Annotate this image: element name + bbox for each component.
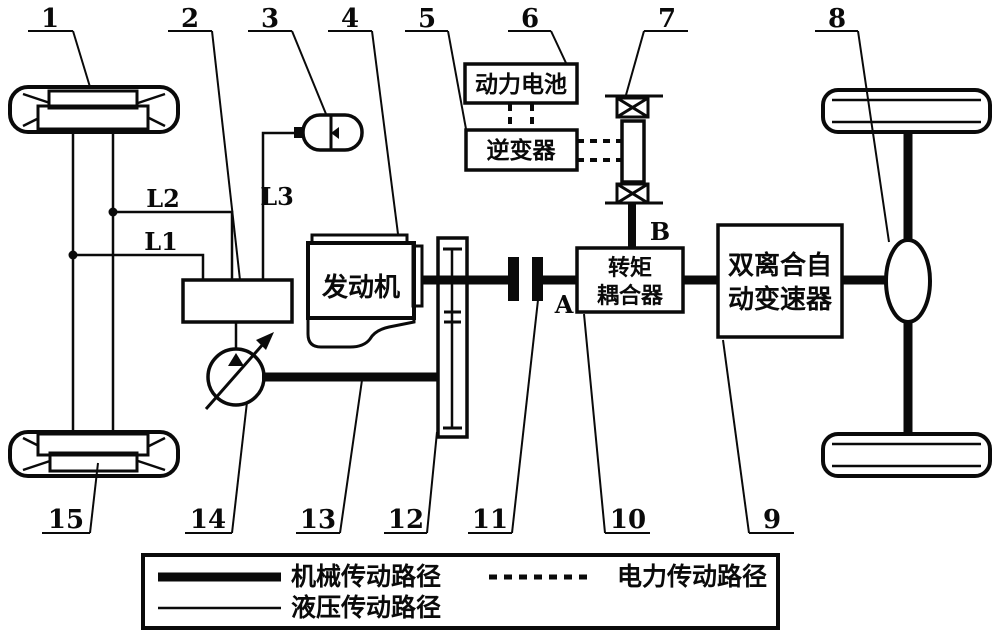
- legend-electric-label: 电力传动路径: [617, 562, 767, 591]
- callout-7: 7: [625, 4, 688, 96]
- front-right-wheel-icon: [821, 88, 992, 134]
- shaft-label-a: A: [554, 290, 574, 319]
- callout-10-number: 10: [610, 505, 646, 535]
- callout-4: 4: [328, 4, 399, 235]
- callout-13-number: 13: [300, 505, 336, 535]
- inverter-box: 逆变器: [464, 128, 579, 172]
- hydraulic-valve-block: [181, 278, 294, 324]
- torque-coupler-label-1: 转矩: [608, 255, 652, 281]
- callout-9-number: 9: [763, 505, 781, 535]
- callout-11-number: 11: [472, 505, 508, 535]
- rear-right-wheel-icon: [821, 432, 992, 478]
- hydraulic-lines: [68, 131, 295, 432]
- callout-8-number: 8: [828, 4, 846, 34]
- callout-2: 2: [168, 4, 241, 281]
- callout-12-number: 12: [388, 505, 424, 535]
- line-label-l1: L1: [144, 227, 178, 256]
- transmission-label-1: 双离合自: [728, 250, 832, 281]
- line-label-l2: L2: [146, 184, 180, 213]
- callout-3: 3: [248, 4, 327, 115]
- shaft-label-b: B: [650, 217, 670, 246]
- transmission-label-2: 动变速器: [728, 284, 833, 315]
- torque-coupler-box: 转矩 耦合器: [575, 246, 685, 314]
- callout-14: 14: [185, 401, 248, 535]
- legend: 机械传动路径 电力传动路径 液压传动路径: [141, 553, 780, 630]
- callout-4-number: 4: [341, 4, 359, 34]
- differential-icon: [884, 238, 932, 324]
- callout-11: 11: [468, 299, 539, 535]
- legend-hydraulic-label: 液压传动路径: [291, 593, 441, 622]
- torque-coupler-label-2: 耦合器: [597, 283, 664, 309]
- hydraulic-pump-icon: [204, 332, 274, 410]
- callout-5: 5: [405, 4, 467, 130]
- battery-box: 动力电池: [463, 62, 579, 105]
- engine-box: 发动机: [306, 233, 424, 349]
- callout-7-number: 7: [658, 4, 676, 34]
- callout-6-number: 6: [521, 4, 539, 34]
- line-label-l3: L3: [260, 182, 294, 211]
- legend-mechanical-label: 机械传动路径: [291, 562, 441, 591]
- callout-9: 9: [722, 339, 794, 535]
- inverter-label: 逆变器: [487, 137, 557, 164]
- callout-10: 10: [583, 313, 650, 535]
- accumulator-icon: [294, 113, 364, 152]
- callout-15: 15: [42, 462, 99, 535]
- engine-label: 发动机: [321, 272, 400, 303]
- front-left-wheel-icon: [8, 85, 180, 134]
- gear-set: [436, 236, 469, 439]
- callout-2-number: 2: [181, 4, 199, 34]
- electric-motor-icon: [605, 94, 663, 205]
- callout-1: 1: [28, 4, 91, 88]
- clutch-icon: [508, 257, 543, 301]
- electric-path-lines: [508, 104, 621, 162]
- transmission-box: 双离合自 动变速器: [716, 223, 844, 339]
- rear-left-wheel-icon: [8, 430, 180, 478]
- callout-12: 12: [384, 431, 438, 535]
- callout-15-number: 15: [48, 505, 84, 535]
- callout-5-number: 5: [418, 4, 436, 34]
- callout-14-number: 14: [190, 505, 226, 535]
- callout-6: 6: [508, 4, 567, 64]
- callout-13: 13: [296, 379, 363, 535]
- callout-3-number: 3: [261, 4, 279, 34]
- callout-1-number: 1: [41, 4, 59, 34]
- battery-label: 动力电池: [475, 71, 567, 98]
- callout-8: 8: [815, 4, 890, 243]
